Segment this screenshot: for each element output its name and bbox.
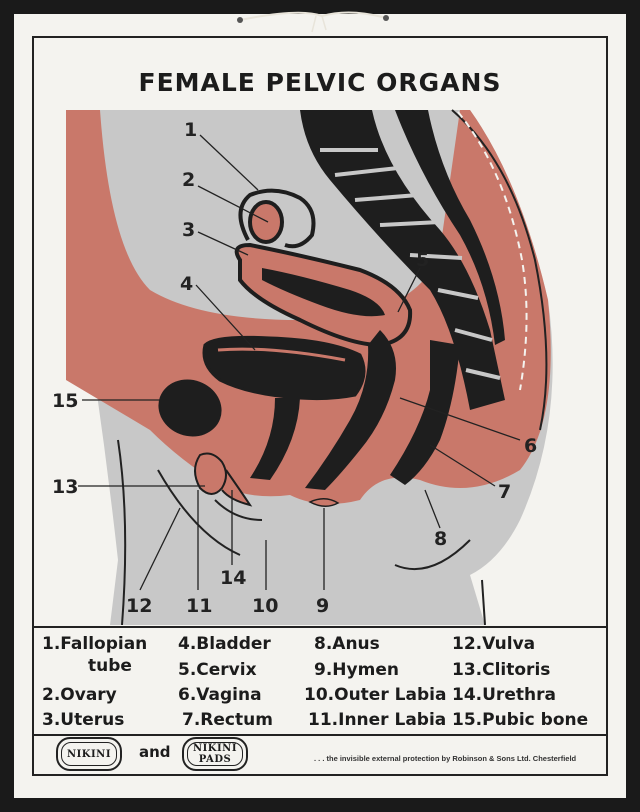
legend-item-12: 12.Vulva [452,634,536,654]
legend-item-1-line2: tube [88,656,132,676]
callout-10: 10 [252,595,278,617]
legend-item-14: 14.Urethra [452,685,556,705]
callout-8: 8 [434,528,447,550]
legend-item-11: 11.Inner Labia [308,710,447,730]
callout-15: 15 [52,390,78,412]
thigh-outline [117,439,486,625]
callout-1: 1 [184,119,197,141]
poster-title: FEMALE PELVIC ORGANS [138,68,502,97]
fallopian-tube [238,188,316,249]
legend-item-10: 10.Outer Labia [304,685,447,705]
legend-item-2: 2.Ovary [42,685,117,705]
legend-item-15: 15.Pubic bone [452,710,589,730]
legend-item-1: 1.Fallopian [42,634,148,654]
bladder [202,335,366,401]
intestine [300,110,505,410]
legend-item-3: 3.Uterus [42,710,125,730]
pubic-bone [158,379,222,437]
legend-item-9: 9.Hymen [314,660,399,680]
legend-item-6: 6.Vagina [178,685,262,705]
bladder-wall [217,347,346,362]
urethra [250,398,300,480]
callout-7: 7 [498,481,511,503]
callout-12: 12 [126,595,152,617]
leader-lines [78,134,521,591]
callout-14: 14 [220,567,246,589]
uterus-cavity [262,268,385,317]
pelvic-diagram: 1 2 3 4 5 6 7 8 9 10 11 12 13 14 15 [52,109,553,625]
poster-border [32,36,608,776]
callout-3: 3 [182,219,195,241]
callout-5: 5 [416,249,429,271]
callout-9: 9 [316,595,329,617]
footer: NIKINI and NIKINI PADS . . . the invisib… [34,734,606,774]
tagline: . . . the invisible external protection … [314,754,577,763]
and-text: and [139,743,171,761]
callout-13: 13 [52,476,78,498]
nikini-logo: NIKINI [56,737,122,771]
legend-item-7: 7.Rectum [182,710,273,730]
legend-item-13: 13.Clitoris [452,660,551,680]
callout-4: 4 [180,273,193,295]
legend-item-4: 4.Bladder [178,634,271,654]
nikini-logo-text: NIKINI [66,748,111,760]
callout-2: 2 [182,169,195,191]
skin-dashed-line [457,111,528,391]
nikini-pads-logo: NIKINI PADS [182,737,248,771]
abdomen-outline [451,109,548,431]
rectum [390,340,460,485]
legend-item-5: 5.Cervix [178,660,257,680]
hanging-string [237,11,389,33]
legend: 1.Fallopian tube 2.Ovary 3.Uterus 4.Blad… [34,626,606,736]
legend-item-8: 8.Anus [314,634,380,654]
perineum [308,498,340,507]
callout-6: 6 [524,435,537,457]
ovary [248,200,284,244]
intestine-segments [320,148,501,380]
colon [395,110,505,345]
vulva-folds [194,452,253,507]
nikini-pads-logo-line2: PADS [198,754,232,765]
nikini-pads-logo-line1: NIKINI [192,743,237,754]
callout-11: 11 [186,595,212,617]
vagina [305,330,396,490]
leg-crease [157,469,263,556]
